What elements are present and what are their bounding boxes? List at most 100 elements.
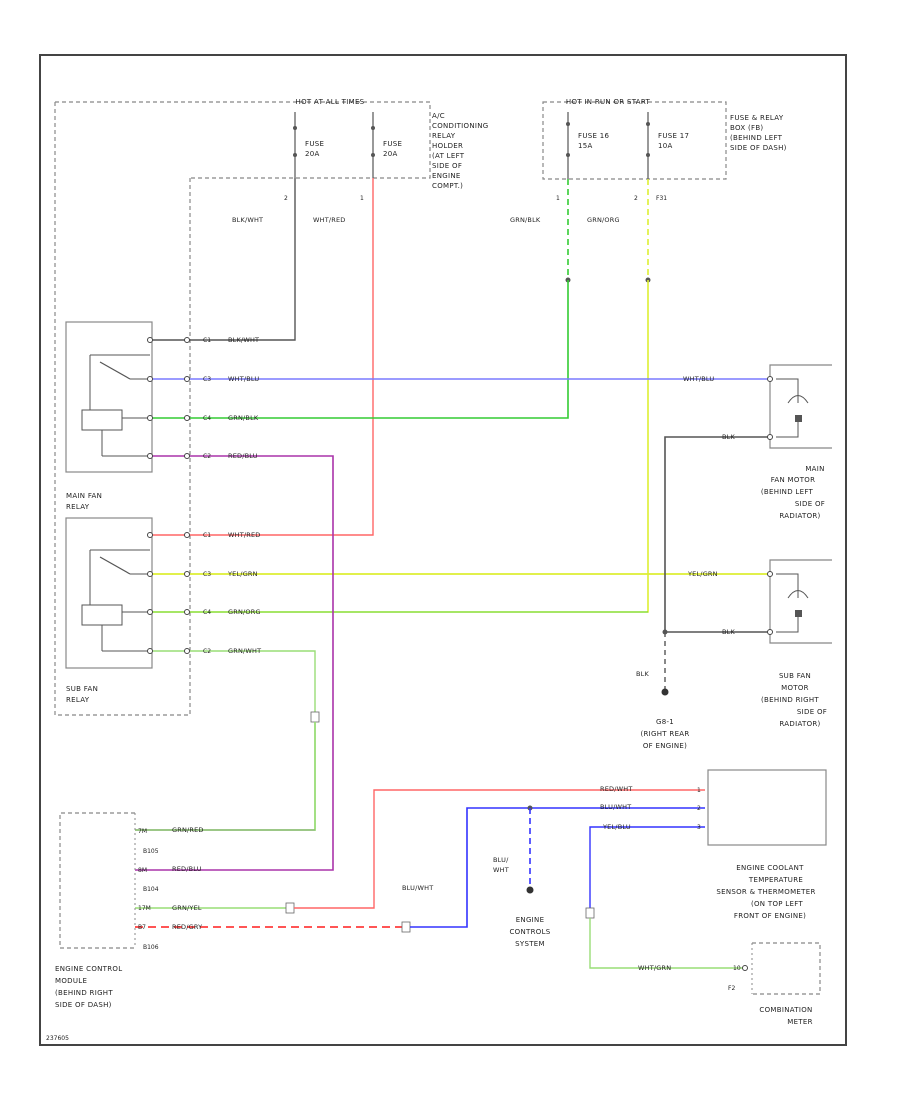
hot-at-all-times-box: HOT AT ALL TIMES FUSE 20A FUSE 20A A/C C…	[54, 98, 489, 716]
fuse-a-line2: 20A	[305, 150, 320, 158]
hot-at-all-times-label: HOT AT ALL TIMES	[296, 98, 365, 106]
meter-label: COMBINATION METER	[759, 1006, 812, 1026]
main-relay-label-2: RELAY	[66, 503, 90, 511]
main-relay-wire-grn-blk: GRN/BLK	[228, 414, 259, 422]
sub-relay-label-2: RELAY	[66, 696, 90, 704]
svg-text:C2: C2	[203, 453, 211, 460]
ground-wire-label: BLK	[636, 670, 649, 678]
main-relay-connector: C1 C3 C4 C2 BLK/WHT WHT/BLU GRN/BLK RED/…	[147, 336, 259, 460]
fuse-17-line2: 10A	[658, 142, 673, 150]
svg-text:A/C: A/C	[432, 112, 445, 120]
fuse-b-line2: 20A	[383, 150, 398, 158]
svg-text:TEMPERATURE: TEMPERATURE	[748, 876, 803, 884]
svg-text:RADIATOR): RADIATOR)	[779, 720, 820, 728]
wire-yel-blu	[589, 826, 705, 908]
wire-red-wht	[294, 789, 705, 909]
ecs-wire-line2: WHT	[493, 866, 509, 874]
svg-text:COMBINATION: COMBINATION	[759, 1006, 812, 1014]
svg-text:SIDE OF DASH): SIDE OF DASH)	[730, 144, 787, 152]
svg-text:BOX (FB): BOX (FB)	[730, 124, 763, 132]
fuse-relay-box-label: FUSE & RELAY BOX (FB) (BEHIND LEFT SIDE …	[730, 114, 787, 152]
svg-text:MODULE: MODULE	[55, 977, 87, 985]
svg-text:B105: B105	[143, 848, 159, 855]
svg-text:(BEHIND LEFT: (BEHIND LEFT	[761, 488, 814, 496]
svg-text:C4: C4	[203, 415, 211, 422]
svg-text:CONDITIONING: CONDITIONING	[432, 122, 489, 130]
svg-text:ENGINE: ENGINE	[516, 916, 545, 924]
svg-text:FAN MOTOR: FAN MOTOR	[771, 476, 816, 484]
sub-fan-relay	[65, 517, 153, 669]
main-fan-relay	[65, 321, 153, 473]
wire-grn-org	[150, 280, 649, 613]
svg-text:3: 3	[697, 824, 701, 831]
combination-meter: 10 F2 WHT/GRN	[638, 942, 821, 995]
svg-text:CONTROLS: CONTROLS	[509, 928, 550, 936]
diagram-frame	[39, 54, 847, 1046]
wire-grn-red	[135, 722, 316, 831]
svg-text:(ON TOP LEFT: (ON TOP LEFT	[751, 900, 803, 908]
svg-text:C1: C1	[203, 337, 211, 344]
ign-wire-a-label: GRN/BLK	[510, 216, 541, 224]
svg-text:COMPT.): COMPT.)	[432, 182, 463, 190]
ect-sensor: 1 2 3 RED/WHT BLU/WHT YEL/BLU	[600, 769, 827, 846]
svg-text:F2: F2	[728, 985, 735, 992]
svg-text:ENGINE: ENGINE	[432, 172, 461, 180]
svg-text:OF ENGINE): OF ENGINE)	[643, 742, 687, 750]
svg-text:ENGINE CONTROL: ENGINE CONTROL	[55, 965, 122, 973]
svg-text:B7: B7	[138, 924, 146, 931]
svg-text:2: 2	[697, 805, 701, 812]
svg-text:B106: B106	[143, 944, 159, 951]
ecm-wire-red-gry: RED/GRY	[172, 923, 202, 931]
wire-blk-main-gnd	[664, 436, 770, 632]
svg-text:RELAY: RELAY	[432, 132, 456, 140]
wire-grn-blk	[150, 280, 569, 419]
main-relay-wire-blk-wht: BLK/WHT	[228, 336, 259, 344]
hot-in-run-box: HOT IN RUN OR START FUSE 16 15A FUSE 17 …	[510, 98, 787, 224]
ign-pin-b: 2	[634, 195, 638, 202]
ign-wire-b-label: GRN/ORG	[587, 216, 620, 224]
svg-text:SIDE OF DASH): SIDE OF DASH)	[55, 1001, 112, 1009]
svg-text:G8-1: G8-1	[656, 718, 674, 726]
svg-text:ENGINE COOLANT: ENGINE COOLANT	[736, 864, 804, 872]
fuse-16-line2: 15A	[578, 142, 593, 150]
svg-text:C3: C3	[203, 376, 211, 383]
fuse-b-line1: FUSE	[383, 140, 402, 148]
wire-blu-wht	[410, 807, 705, 928]
svg-text:B104: B104	[143, 886, 159, 893]
sub-relay-label-1: SUB FAN	[66, 685, 98, 693]
ect-label: ENGINE COOLANT TEMPERATURE SENSOR & THER…	[716, 864, 815, 920]
sub-relay-wire-grn-wht: GRN/WHT	[228, 647, 261, 655]
fuse-17-line1: FUSE 17	[658, 132, 689, 140]
ecm-wire-grn-yel: GRN/YEL	[172, 904, 202, 912]
main-fan-label: MAIN FAN MOTOR (BEHIND LEFT SIDE OF RADI…	[761, 465, 825, 520]
svg-text:(BEHIND LEFT: (BEHIND LEFT	[730, 134, 783, 142]
wire-b-label: WHT/RED	[313, 216, 346, 224]
main-relay-wire-red-blu: RED/BLU	[228, 452, 258, 460]
ign-pin-a: 1	[556, 195, 560, 202]
svg-text:17M: 17M	[138, 905, 151, 912]
svg-text:METER: METER	[787, 1018, 813, 1026]
sub-relay-wire-grn-org: GRN/ORG	[228, 608, 261, 616]
svg-text:C3: C3	[203, 571, 211, 578]
sub-fan-wire-in: YEL/GRN	[687, 570, 718, 578]
svg-text:(BEHIND RIGHT: (BEHIND RIGHT	[761, 696, 819, 704]
svg-text:SIDE OF: SIDE OF	[797, 708, 827, 716]
svg-text:C4: C4	[203, 609, 211, 616]
ecs-wire-line1: BLU/	[493, 856, 509, 864]
svg-text:HOLDER: HOLDER	[432, 142, 463, 150]
ecm-wire-grn-red: GRN/RED	[172, 826, 204, 834]
ecm-wire-red-blu: RED/BLU	[172, 865, 202, 873]
sub-relay-wire-yel-grn: YEL/GRN	[227, 570, 258, 578]
svg-text:8M: 8M	[138, 867, 147, 874]
wire-blk-wht	[150, 178, 296, 341]
wire-wht-red	[150, 178, 374, 536]
svg-text:FUSE & RELAY: FUSE & RELAY	[730, 114, 784, 122]
svg-text:(BEHIND RIGHT: (BEHIND RIGHT	[55, 989, 113, 997]
wire-wht-grn	[589, 918, 745, 969]
sub-fan-wire-gnd: BLK	[722, 628, 735, 636]
ign-pin-b2: F31	[656, 195, 667, 202]
engine-control-module: 7M B105 8M B104 17M B7 B106 GRN/RED RED/…	[59, 812, 204, 951]
svg-text:MOTOR: MOTOR	[781, 684, 809, 692]
wire-red-blu	[135, 455, 334, 871]
